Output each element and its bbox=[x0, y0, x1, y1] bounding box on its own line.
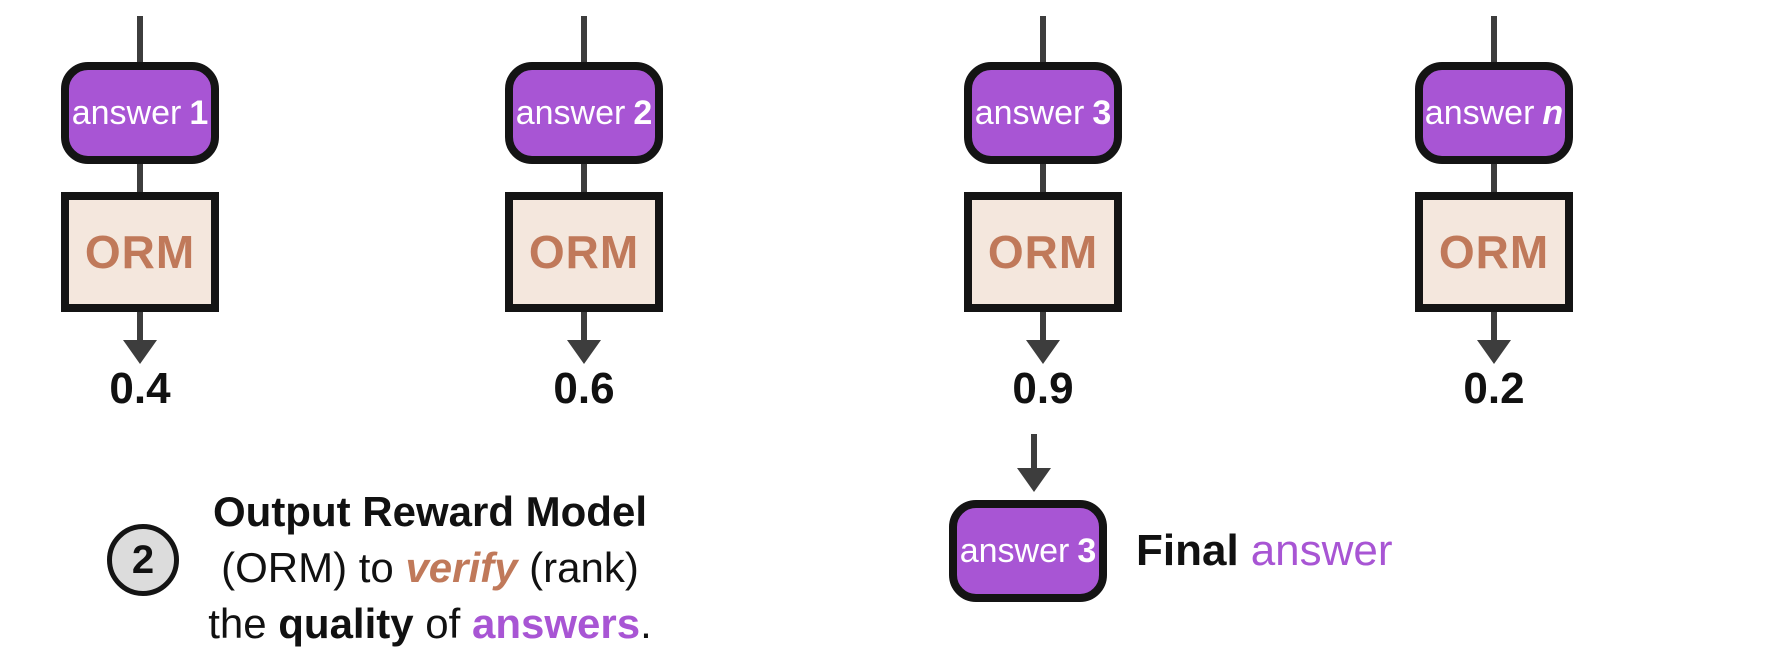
answer-word: answer bbox=[515, 93, 626, 132]
orm-label: ORM bbox=[84, 226, 196, 278]
caption-line-2: (ORM) to verify (rank) bbox=[221, 544, 639, 591]
orm-box: ORM bbox=[964, 192, 1122, 312]
answer-word: answer bbox=[959, 531, 1070, 570]
input-line bbox=[581, 16, 587, 62]
answer-box: answer 1 bbox=[61, 62, 219, 164]
output-arrow-line bbox=[581, 312, 587, 342]
output-arrow-line bbox=[1040, 312, 1046, 342]
score-value: 0.9 bbox=[1012, 364, 1074, 413]
input-line bbox=[1040, 16, 1046, 62]
orm-label: ORM bbox=[987, 226, 1099, 278]
column-answer-2: answer 2 ORM 0.6 bbox=[474, 0, 694, 656]
arrow-down-icon bbox=[123, 340, 157, 364]
orm-box: ORM bbox=[1415, 192, 1573, 312]
orm-label: ORM bbox=[1438, 226, 1550, 278]
arrow-down-icon bbox=[567, 340, 601, 364]
input-line bbox=[1491, 16, 1497, 62]
answer-box: answer 2 bbox=[505, 62, 663, 164]
answer-box: answer n bbox=[1415, 62, 1573, 164]
caption-line-1: Output Reward Model bbox=[213, 488, 647, 535]
caption-line-3: the quality of answers. bbox=[208, 600, 652, 647]
input-line bbox=[137, 16, 143, 62]
connector-line bbox=[1040, 164, 1046, 192]
connector-line bbox=[1491, 164, 1497, 192]
final-answer-box: answer 3 bbox=[949, 500, 1107, 602]
final-label-accent: answer bbox=[1250, 526, 1393, 575]
orm-box: ORM bbox=[61, 192, 219, 312]
column-answer-1: answer 1 ORM 0.4 bbox=[30, 0, 250, 656]
final-label-bold: Final bbox=[1136, 526, 1239, 575]
orm-label: ORM bbox=[528, 226, 640, 278]
final-arrow-line bbox=[1031, 434, 1037, 470]
step-number: 2 bbox=[131, 537, 155, 582]
answer-id: 2 bbox=[633, 93, 653, 132]
score-value: 0.6 bbox=[553, 364, 615, 413]
output-arrow-line bbox=[1491, 312, 1497, 342]
score-value: 0.4 bbox=[109, 364, 171, 413]
output-arrow-line bbox=[137, 312, 143, 342]
answer-word: answer bbox=[1424, 93, 1535, 132]
column-answer-3: answer 3 ORM 0.9 bbox=[933, 0, 1153, 656]
answer-word: answer bbox=[974, 93, 1085, 132]
arrow-down-icon bbox=[1026, 340, 1060, 364]
answer-id: 3 bbox=[1092, 93, 1112, 132]
orm-box: ORM bbox=[505, 192, 663, 312]
answer-word: answer bbox=[71, 93, 182, 132]
column-answer-n: answer n ORM 0.2 bbox=[1384, 0, 1604, 656]
answer-box: answer 3 bbox=[964, 62, 1122, 164]
final-answer-label: Final answer bbox=[1136, 500, 1393, 602]
score-value: 0.2 bbox=[1463, 364, 1525, 413]
answer-id: n bbox=[1542, 93, 1564, 132]
caption-text: Output Reward Model (ORM) to verify (ran… bbox=[185, 484, 675, 652]
arrow-down-icon bbox=[1017, 468, 1051, 492]
connector-line bbox=[581, 164, 587, 192]
arrow-down-icon bbox=[1477, 340, 1511, 364]
step-badge: 2 bbox=[107, 524, 179, 596]
answer-id: 1 bbox=[189, 93, 209, 132]
answer-id: 3 bbox=[1077, 531, 1097, 570]
connector-line bbox=[137, 164, 143, 192]
